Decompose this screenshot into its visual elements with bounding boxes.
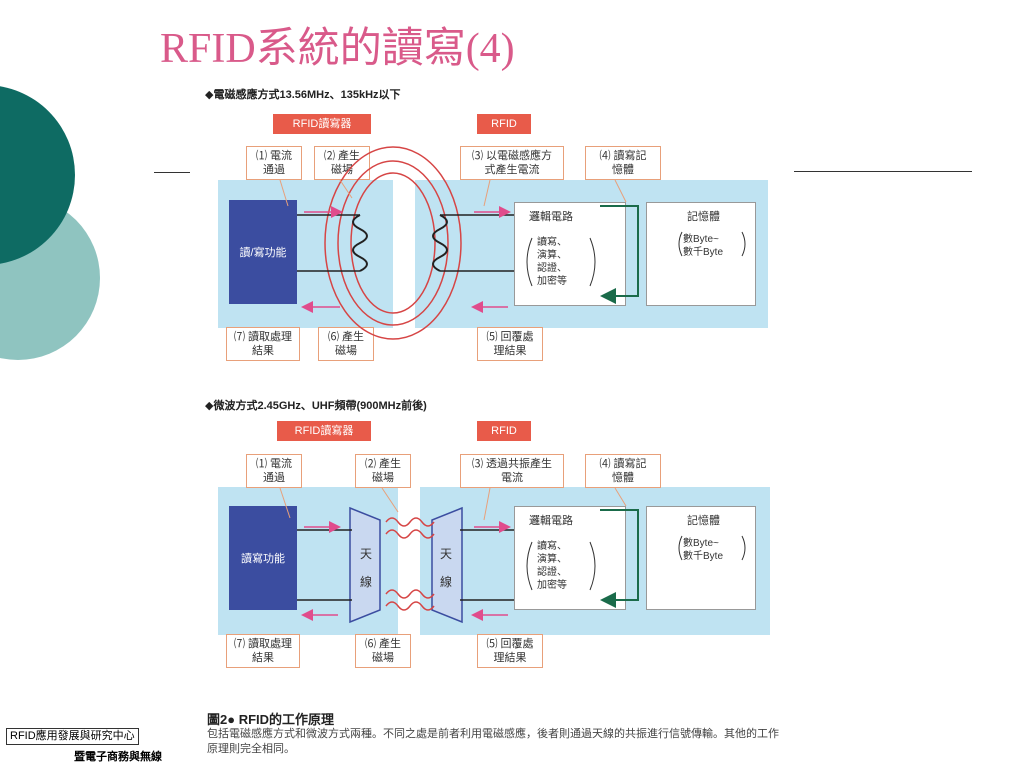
footer-org-logo: RFID應用發展與研究中心 xyxy=(6,728,139,745)
tag-antenna-label: 天 線 xyxy=(440,547,453,589)
diagram2-note-6: ⑹ 產生 磁場 xyxy=(355,634,411,668)
diagram1-memory-items: 數Byte~ 數千Byte xyxy=(683,234,724,258)
footer-org-subtitle: 暨電子商務與無線 xyxy=(74,751,162,763)
diagram1-logic-box: 邏輯電路 讀寫、 演算、 認證、 加密等 xyxy=(514,202,626,306)
diagram2-logic-items: 讀寫、 演算、 認證、 加密等 xyxy=(537,541,567,591)
diagram1-memory-title: 記憶體 xyxy=(687,211,720,223)
diagram2-memory-items: 數Byte~ 數千Byte xyxy=(683,538,724,562)
diagram1-rfid-tag: RFID xyxy=(477,114,531,134)
diagram1-note-1: ⑴ 電流 通過 xyxy=(246,146,302,180)
diagram1-logic-items: 讀寫、 演算、 認證、 加密等 xyxy=(537,237,567,287)
diagram2-heading: ◆微波方式2.45GHz、UHF頻帶(900MHz前後) xyxy=(205,400,427,412)
diagram2-reader-tag: RFID讀寫器 xyxy=(277,421,371,441)
reader-antenna-label: 天 線 xyxy=(360,547,373,589)
right-rule xyxy=(794,171,972,172)
diagram2-note-5: ⑸ 回覆處 理結果 xyxy=(477,634,543,668)
diagram2-note-4: ⑷ 讀寫記 憶體 xyxy=(585,454,661,488)
diagram1-note-6: ⑹ 產生 磁場 xyxy=(318,327,374,361)
diagram2-note-7: ⑺ 讀取處理 結果 xyxy=(226,634,300,668)
diagram1-memory-box: 記憶體 數Byte~ 數千Byte xyxy=(646,202,756,306)
figure-caption-title: 圖2● RFID的工作原理 xyxy=(207,712,335,727)
left-rule xyxy=(154,172,190,173)
diagram2-memory-box: 記憶體 數Byte~ 數千Byte xyxy=(646,506,756,610)
diagram1-note-4: ⑷ 讀寫記 憶體 xyxy=(585,146,661,180)
diagram2-rfid-tag: RFID xyxy=(477,421,531,441)
figure-caption-body: 包括電磁感應方式和微波方式兩種。不同之處是前者利用電磁感應，後者則通過天線的共振… xyxy=(207,728,779,755)
diagram1-rw-block: 讀/寫功能 xyxy=(229,200,297,304)
diagram2-logic-title: 邏輯電路 xyxy=(529,515,573,527)
diagram2-note-2: ⑵ 產生 磁場 xyxy=(355,454,411,488)
diagram2-rw-block: 讀寫功能 xyxy=(229,506,297,610)
diagram1-reader-tag: RFID讀寫器 xyxy=(273,114,371,134)
diagram2-note-3: ⑶ 透過共振產生 電流 xyxy=(460,454,564,488)
diagram1-note-7: ⑺ 讀取處理 結果 xyxy=(226,327,300,361)
dark-teal-circle xyxy=(0,86,75,264)
diagram1-heading: ◆電磁感應方式13.56MHz、135kHz以下 xyxy=(205,89,401,101)
slide-title: RFID系統的讀寫(4) xyxy=(160,26,515,72)
diagram1-note-2: ⑵ 產生 磁場 xyxy=(314,146,370,180)
diagram2-logic-box: 邏輯電路 讀寫、 演算、 認證、 加密等 xyxy=(514,506,626,610)
diagram2-memory-title: 記憶體 xyxy=(687,515,720,527)
diagram1-logic-title: 邏輯電路 xyxy=(529,211,573,223)
diagram1-note-3: ⑶ 以電磁感應方 式產生電流 xyxy=(460,146,564,180)
diagram1-note-5: ⑸ 回覆處 理結果 xyxy=(477,327,543,361)
diagram2-note-1: ⑴ 電流 通過 xyxy=(246,454,302,488)
